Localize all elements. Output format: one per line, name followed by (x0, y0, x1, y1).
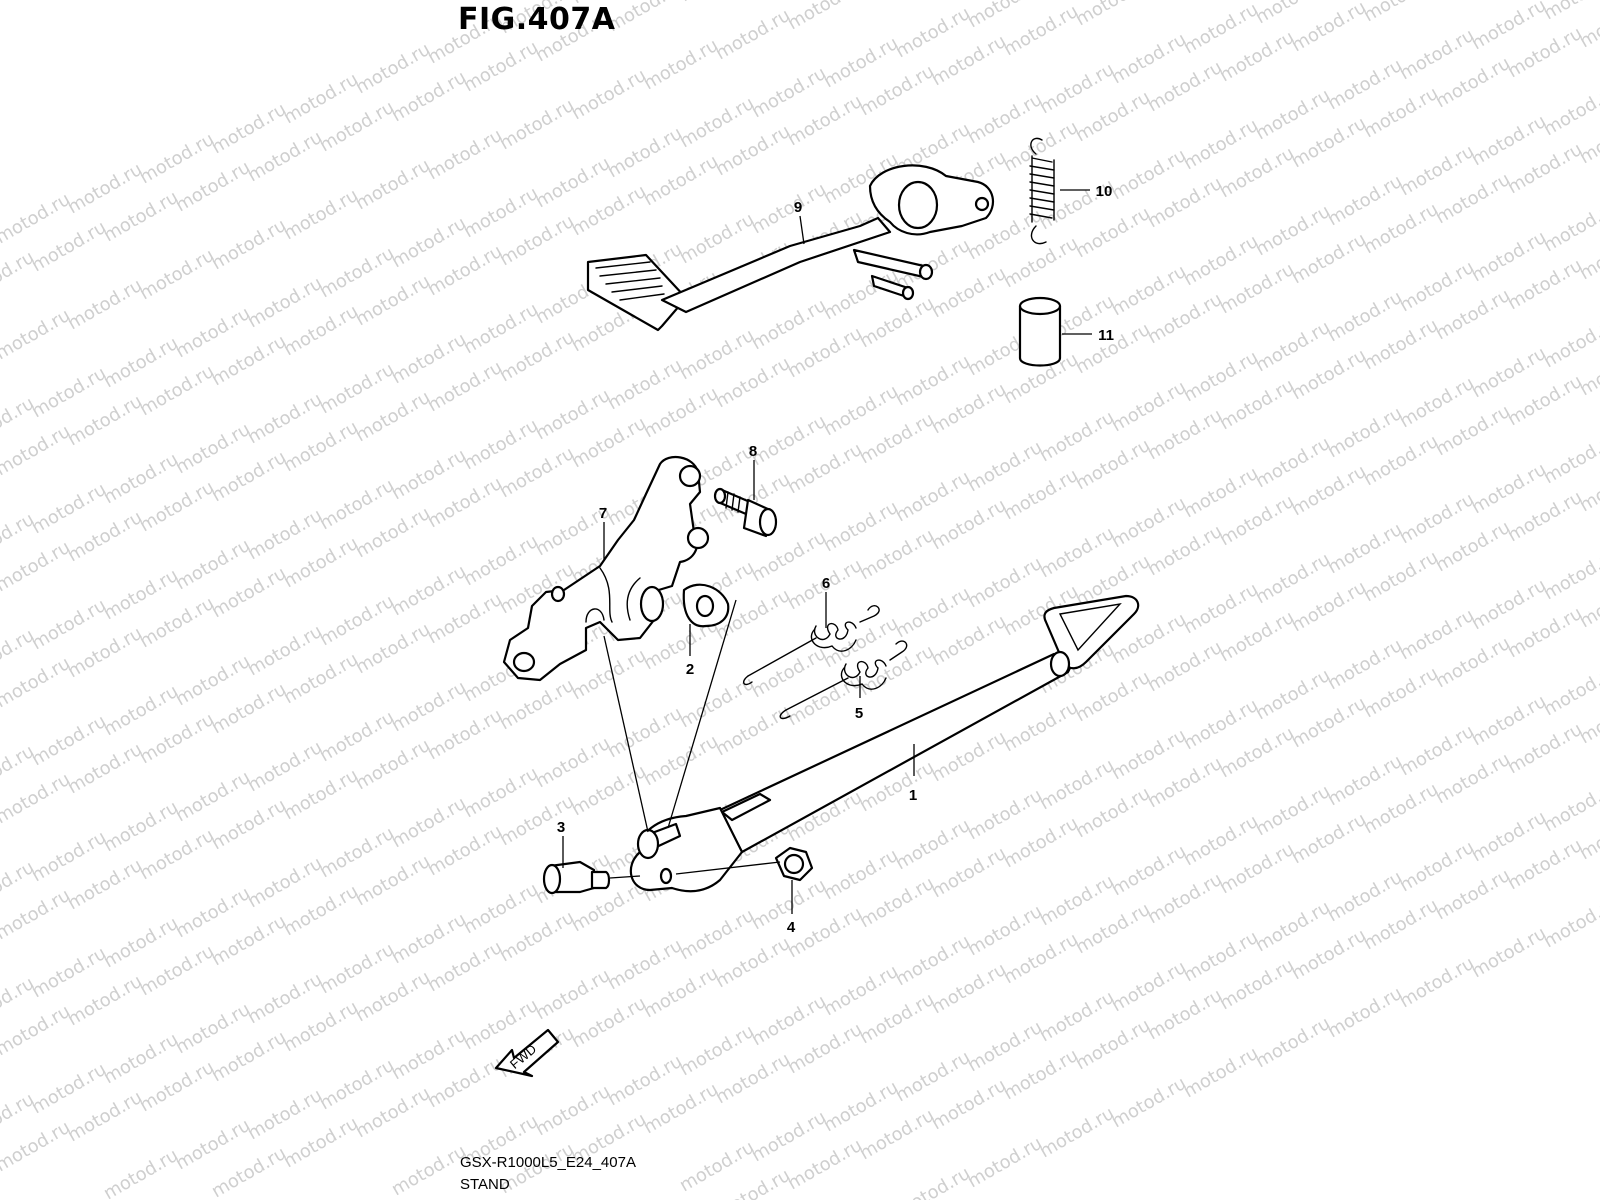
watermark-text: motod.ru (1180, 1043, 1262, 1102)
callout-5: 5 (855, 705, 863, 722)
callout-11: 11 (1098, 327, 1114, 344)
watermark-text: motod.ru (64, 275, 146, 334)
watermark-text: motod.ru (1324, 983, 1406, 1042)
figure-title: FIG.407A (458, 2, 616, 37)
watermark-text: motod.ru (136, 245, 218, 304)
callout-1: 1 (909, 787, 917, 804)
watermark-text: motod.ru (1396, 953, 1478, 1012)
watermark-text: motod.ru (0, 537, 74, 596)
watermark-text: motod.ru (208, 215, 290, 274)
watermark-text: motod.ru (0, 769, 74, 828)
watermark-text: motod.ru (676, 0, 758, 6)
watermark-text: motod.ru (640, 35, 722, 94)
watermark-text: motod.ru (784, 0, 866, 34)
watermark-text: motod.ru (0, 421, 74, 480)
watermark-text: motod.ru (1540, 545, 1600, 604)
watermark-text: motod.ru (1360, 0, 1442, 26)
watermark-text: motod.ru (964, 1133, 1046, 1192)
figure-name: STAND (460, 1176, 510, 1193)
part-4-nut (776, 848, 812, 880)
callout-7: 7 (599, 505, 607, 522)
watermark-text: motod.ru (0, 1117, 74, 1176)
watermark-text: motod.ru (1540, 661, 1600, 720)
figure-code: GSX-R1000L5_E24_407A (460, 1154, 636, 1171)
part-11-bushing (1020, 298, 1060, 366)
watermark-text: motod.ru (496, 95, 578, 154)
watermark-text: motod.ru (892, 1163, 974, 1200)
watermark-text: motod.ru (1540, 777, 1600, 836)
watermark-text: motod.ru (856, 0, 938, 4)
watermark-text: motod.ru (1540, 313, 1600, 372)
callout-9: 9 (794, 199, 802, 216)
watermark-text: motod.ru (1540, 893, 1600, 952)
watermark-text: motod.ru (280, 185, 362, 244)
watermark-text: motod.ru (0, 653, 74, 712)
watermark-text: motod.ru (1072, 0, 1154, 30)
watermark-text: motod.ru (388, 1141, 470, 1200)
watermark-text: motod.ru (604, 0, 686, 36)
watermark-text: motod.ru (1252, 1013, 1334, 1072)
callout-10: 10 (1096, 183, 1113, 200)
watermark-text: motod.ru (1540, 0, 1600, 24)
watermark-text: motod.ru (712, 5, 794, 64)
watermark-text: motod.ru (1108, 1073, 1190, 1132)
watermark-text: motod.ru (0, 885, 74, 944)
watermark-text: motod.ru (1288, 0, 1370, 56)
watermark-text: motod.ru (352, 155, 434, 214)
callout-2: 2 (686, 661, 694, 678)
watermark-text: motod.ru (568, 65, 650, 124)
watermark-text: motod.ru (1540, 81, 1600, 140)
watermark-text: motod.ru (1540, 197, 1600, 256)
part-2-collar (641, 585, 728, 627)
watermark-text: motod.ru (1540, 429, 1600, 488)
callout-4: 4 (787, 919, 796, 936)
watermark-text: motod.ru (0, 1001, 74, 1060)
watermark-text: motod.ru (424, 125, 506, 184)
watermark-text: motod.ru (100, 1145, 182, 1200)
watermark-text: motod.ru (0, 305, 74, 364)
callout-6: 6 (822, 575, 830, 592)
watermark-text: motod.ru (1036, 1103, 1118, 1162)
callout-3: 3 (557, 819, 565, 836)
watermark-text: motod.ru (1468, 923, 1550, 982)
callout-8: 8 (749, 443, 757, 460)
